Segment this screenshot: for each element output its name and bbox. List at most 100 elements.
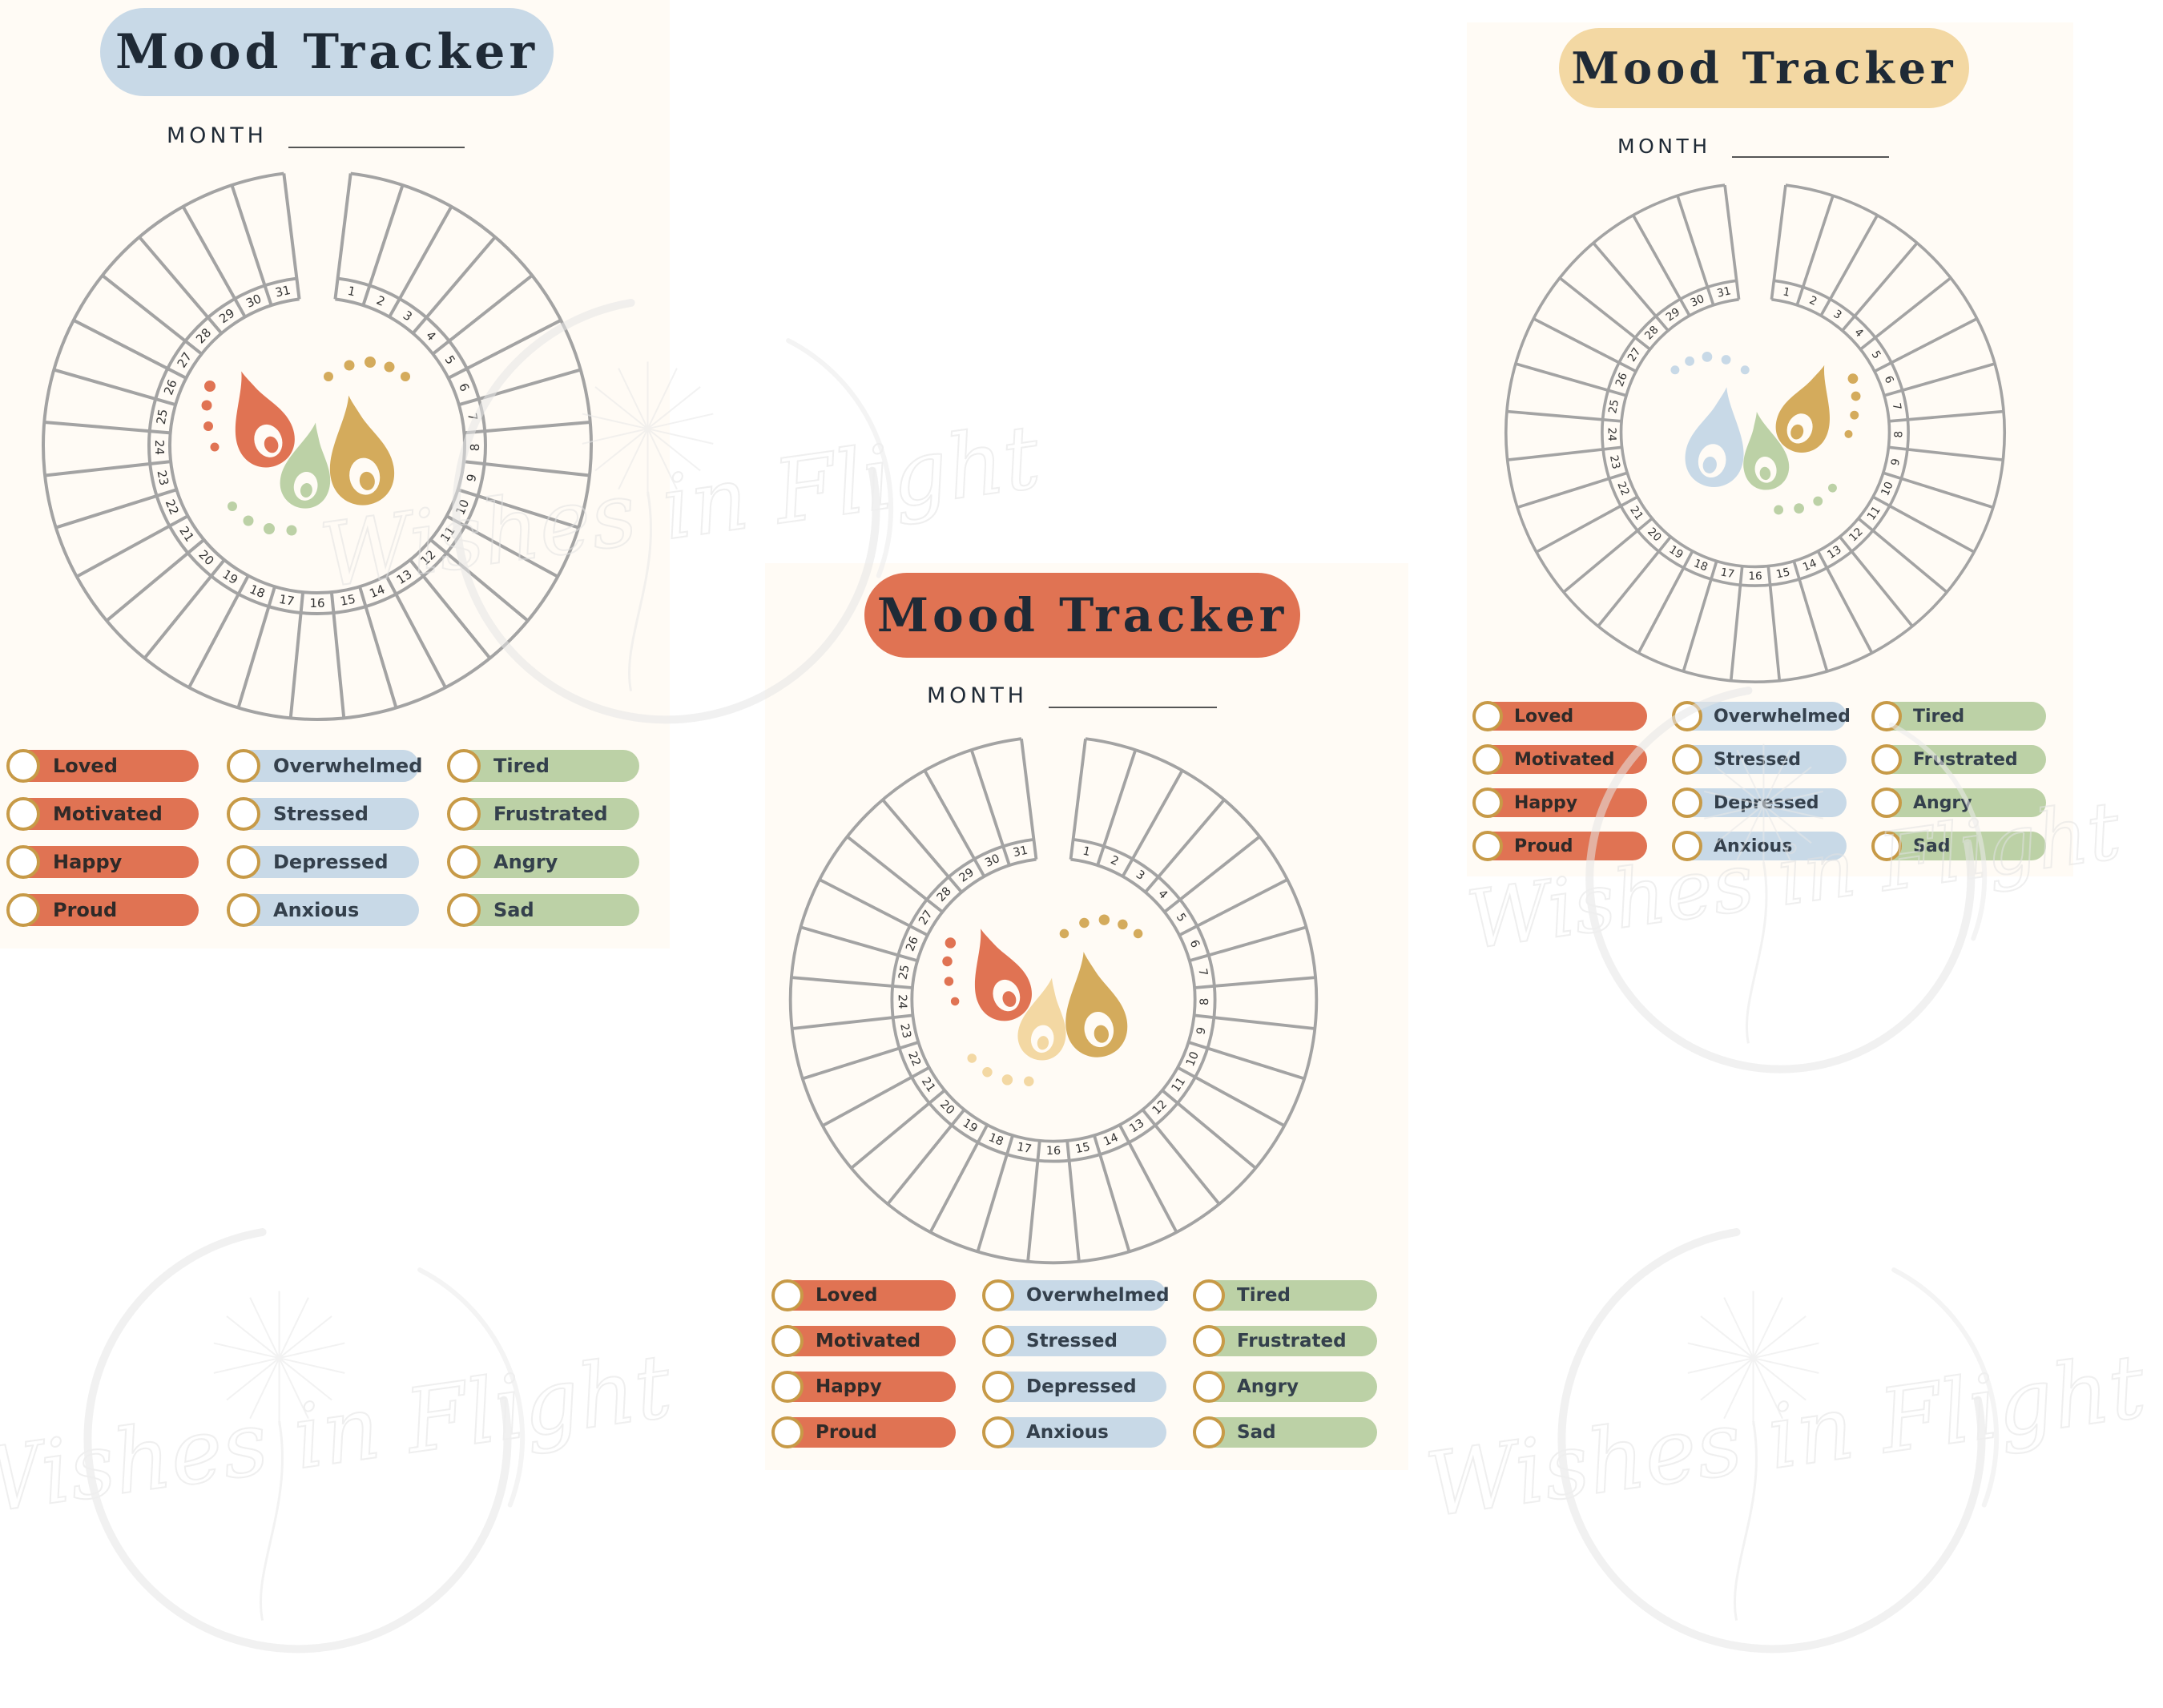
mood-option-proud[interactable]: Proud (1472, 831, 1647, 861)
mood-checkbox[interactable] (1472, 831, 1503, 861)
mood-checkbox[interactable] (227, 749, 260, 783)
paisley-dot (286, 525, 297, 536)
mood-checkbox[interactable] (447, 749, 481, 783)
mood-checkbox[interactable] (1472, 744, 1503, 775)
mood-checkbox[interactable] (1672, 831, 1702, 861)
mood-checkbox[interactable] (982, 1325, 1014, 1357)
day-number: 19 (1666, 543, 1685, 562)
mood-checkbox[interactable] (1472, 701, 1503, 731)
mood-checkbox[interactable] (1193, 1416, 1225, 1448)
day-divider (791, 1013, 913, 1030)
mood-checkbox[interactable] (6, 797, 40, 831)
day-divider (1819, 214, 1879, 316)
month-label: MONTH (927, 683, 1028, 708)
mood-option-stressed[interactable]: Stressed (227, 797, 419, 831)
mood-option-frustrated[interactable]: Frustrated (447, 797, 639, 831)
mood-checkbox[interactable] (447, 797, 481, 831)
mood-checkbox[interactable] (771, 1325, 804, 1357)
mood-option-motivated[interactable]: Motivated (771, 1325, 956, 1357)
mood-option-stressed[interactable]: Stressed (982, 1325, 1166, 1357)
day-divider (432, 274, 534, 356)
day-divider (329, 591, 346, 719)
mood-checkbox[interactable] (1193, 1371, 1225, 1403)
mood-checkbox[interactable] (1672, 744, 1702, 775)
mood-checkbox[interactable] (447, 893, 481, 927)
month-input-line[interactable] (1731, 156, 1889, 158)
mood-option-happy[interactable]: Happy (1472, 788, 1647, 818)
mood-checkbox[interactable] (771, 1416, 804, 1448)
mood-checkbox[interactable] (1871, 788, 1902, 818)
day-number: 24 (896, 994, 908, 1009)
mood-option-overwhelmed[interactable]: Overwhelmed (1672, 701, 1851, 731)
mood-wheel: 1234567891011121314151617181920212223242… (788, 737, 1319, 1265)
paisley-drop (1685, 387, 1744, 487)
mood-option-angry[interactable]: Angry (1193, 1371, 1377, 1403)
paisley-dot (1685, 356, 1695, 366)
mood-option-motivated[interactable]: Motivated (1472, 744, 1647, 775)
mood-option-depressed[interactable]: Depressed (227, 845, 419, 879)
mood-checkbox[interactable] (771, 1279, 804, 1311)
mood-option-motivated[interactable]: Motivated (6, 797, 199, 831)
mood-checkbox[interactable] (1193, 1279, 1225, 1311)
day-divider (800, 925, 918, 963)
mood-checkbox[interactable] (771, 1371, 804, 1403)
mood-checkbox[interactable] (982, 1279, 1014, 1311)
day-divider (55, 488, 178, 530)
mood-option-angry[interactable]: Angry (447, 845, 639, 879)
day-divider (53, 368, 176, 407)
mood-option-overwhelmed[interactable]: Overwhelmed (982, 1279, 1170, 1311)
mood-checkbox[interactable] (982, 1371, 1014, 1403)
mood-option-proud[interactable]: Proud (771, 1416, 956, 1448)
day-divider (181, 205, 247, 318)
mood-option-loved[interactable]: Loved (771, 1279, 956, 1311)
mood-checkbox[interactable] (227, 797, 260, 831)
mood-option-proud[interactable]: Proud (6, 893, 199, 927)
paisley-dot (1118, 919, 1128, 930)
day-divider (1859, 276, 1952, 351)
mood-option-sad[interactable]: Sad (1871, 831, 2046, 861)
day-divider (447, 318, 562, 380)
day-number: 17 (278, 592, 296, 609)
month-field[interactable]: MONTH (167, 123, 465, 148)
mood-label: Anxious (1714, 836, 1793, 856)
mood-option-tired[interactable]: Tired (1871, 701, 2046, 731)
mood-checkbox[interactable] (6, 893, 40, 927)
month-field[interactable]: MONTH (927, 683, 1217, 708)
mood-checkbox[interactable] (1672, 788, 1702, 818)
mood-checkbox[interactable] (6, 845, 40, 879)
month-field[interactable]: MONTH (1617, 135, 1889, 158)
mood-checkbox[interactable] (982, 1416, 1014, 1448)
mood-checkbox[interactable] (1472, 788, 1503, 818)
inner-ring-line (910, 857, 1197, 1143)
inner-ring-line (168, 297, 466, 594)
day-divider (1178, 878, 1288, 937)
mood-option-tired[interactable]: Tired (447, 749, 639, 783)
mood-checkbox[interactable] (447, 845, 481, 879)
month-input-line[interactable] (288, 147, 465, 148)
mood-option-stressed[interactable]: Stressed (1672, 744, 1847, 775)
mood-option-depressed[interactable]: Depressed (982, 1371, 1166, 1403)
mood-option-frustrated[interactable]: Frustrated (1193, 1325, 1377, 1357)
mood-option-loved[interactable]: Loved (1472, 701, 1647, 731)
day-number: 16 (309, 596, 324, 610)
mood-checkbox[interactable] (1193, 1325, 1225, 1357)
mood-option-overwhelmed[interactable]: Overwhelmed (227, 749, 422, 783)
mood-option-sad[interactable]: Sad (1193, 1416, 1377, 1448)
mood-option-anxious[interactable]: Anxious (1672, 831, 1847, 861)
day-number: 15 (1775, 566, 1791, 581)
mood-checkbox[interactable] (1871, 831, 1902, 861)
mood-option-anxious[interactable]: Anxious (982, 1416, 1166, 1448)
mood-option-sad[interactable]: Sad (447, 893, 639, 927)
mood-option-anxious[interactable]: Anxious (227, 893, 419, 927)
mood-option-happy[interactable]: Happy (771, 1371, 956, 1403)
mood-checkbox[interactable] (227, 893, 260, 927)
mood-checkbox[interactable] (6, 749, 40, 783)
month-input-line[interactable] (1048, 707, 1217, 708)
mood-option-tired[interactable]: Tired (1193, 1279, 1377, 1311)
mood-checkbox[interactable] (227, 845, 260, 879)
mood-option-happy[interactable]: Happy (6, 845, 199, 879)
mood-checkbox[interactable] (1871, 744, 1902, 775)
mood-option-loved[interactable]: Loved (6, 749, 199, 783)
day-number: 26 (1613, 371, 1630, 389)
